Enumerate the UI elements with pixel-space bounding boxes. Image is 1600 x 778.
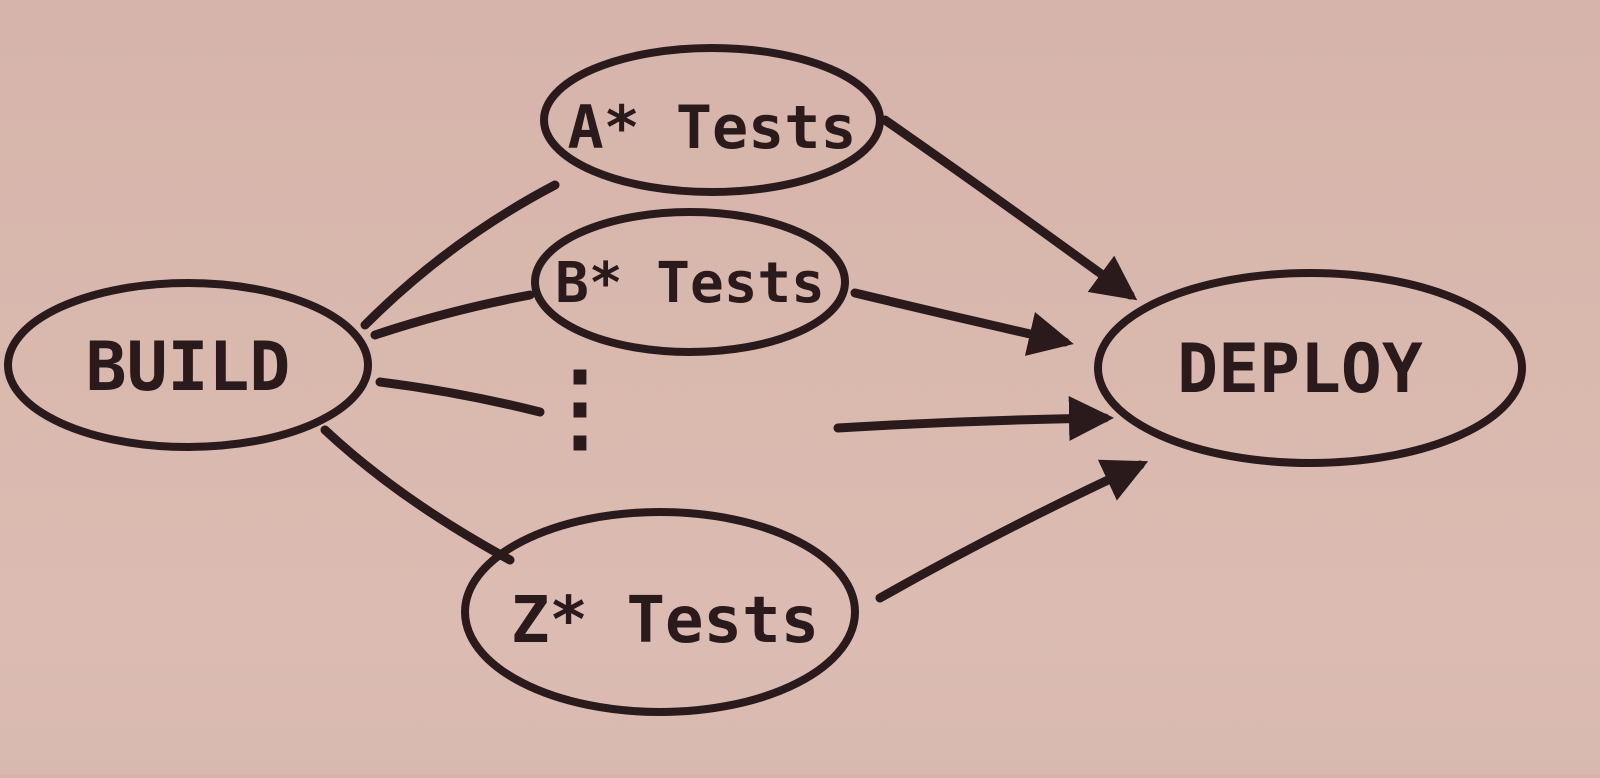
node-z-tests-label: Z* Tests [511,584,819,658]
edge-z-tests-to-deploy [875,459,1149,603]
node-deploy-outline [1094,269,1526,467]
edge-ellipsis-to-deploy [833,396,1114,442]
ellipsis-indicator: ⋮ [532,351,628,463]
edge-a-tests-to-deploy [880,115,1138,301]
node-build-outline [4,279,372,451]
edge-build-to-b-tests [370,290,535,340]
node-deploy: DEPLOY [1094,269,1526,467]
edge-build-to-ellipsis [375,377,545,417]
node-build-label: BUILD [86,328,291,407]
node-z-tests-outline [461,508,859,716]
edges-to-deploy [833,115,1149,603]
node-deploy-label: DEPLOY [1177,330,1423,409]
node-a-tests-outline [540,44,884,196]
edge-b-tests-to-deploy [850,288,1074,356]
node-a-tests: A* Tests [540,44,884,196]
edge-build-to-z-tests [320,425,515,565]
node-b-tests-outline [531,208,849,356]
node-a-tests-label: A* Tests [568,93,857,163]
node-b-tests: B* Tests [531,208,849,356]
edges-from-build [320,180,560,565]
node-z-tests: Z* Tests [461,508,859,716]
edge-build-to-a-tests [360,180,560,330]
node-build: BUILD [4,279,372,451]
node-b-tests-label: B* Tests [555,251,825,316]
